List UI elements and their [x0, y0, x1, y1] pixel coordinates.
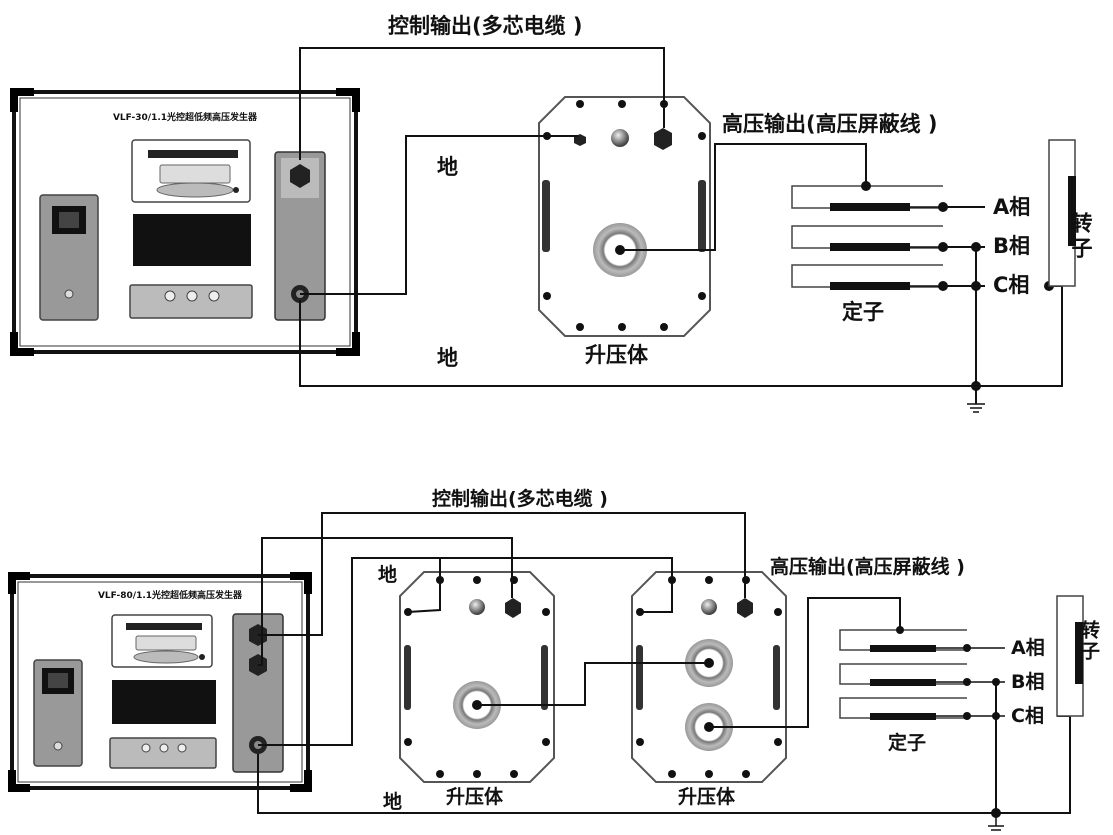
ground-label: 地: [437, 155, 458, 179]
rotor: [1048, 139, 1076, 287]
control-output-label: 控制输出(多芯电缆 ): [432, 487, 608, 510]
bottom-diagram: VLF-80/1.1光控超低频高压发生器: [8, 487, 1100, 831]
booster-body: [538, 96, 711, 337]
booster-label: 升压体: [678, 785, 736, 808]
instrument-title: VLF-80/1.1光控超低频高压发生器: [98, 589, 243, 601]
rotor-label: 转子: [1078, 619, 1100, 662]
phase-c-label: C相: [1011, 705, 1044, 727]
booster-label: 升压体: [585, 343, 649, 367]
connector-column: [232, 613, 284, 773]
phase-b-label: B相: [1011, 671, 1044, 693]
display-screen: [133, 214, 251, 266]
power-module: [39, 194, 99, 321]
ground-label: 地: [378, 563, 397, 586]
phase-a-label: A相: [1011, 637, 1045, 659]
printer: [131, 139, 251, 203]
ground-label: 地: [437, 346, 458, 370]
top-diagram: VLF-30/1.1光控超低频高压发生器: [10, 14, 1093, 413]
phase-a-label: A相: [993, 195, 1030, 219]
instrument-panel-vlf30: VLF-30/1.1光控超低频高压发生器: [10, 88, 360, 356]
instrument-title: VLF-30/1.1光控超低频高压发生器: [113, 111, 258, 123]
booster-body-1: [399, 571, 555, 783]
phase-c-label: C相: [993, 273, 1029, 297]
button-strip: [109, 737, 217, 769]
button-strip: [129, 284, 253, 319]
power-module: [33, 659, 83, 767]
instrument-panel-vlf80: VLF-80/1.1光控超低频高压发生器: [8, 572, 312, 792]
rotor: [1056, 595, 1084, 717]
control-output-label: 控制输出(多芯电缆 ): [388, 14, 583, 38]
display-screen: [112, 680, 216, 724]
ground-label: 地: [383, 790, 402, 813]
stator-label: 定子: [888, 731, 926, 754]
stator-label: 定子: [842, 300, 884, 324]
stator-windings: [791, 181, 1054, 291]
rotor-label: 转子: [1069, 211, 1093, 262]
phase-b-label: B相: [993, 234, 1030, 258]
hv-output-label: 高压输出(高压屏蔽线 ): [722, 112, 938, 136]
booster-label: 升压体: [446, 785, 504, 808]
hv-output-label: 高压输出(高压屏蔽线 ): [770, 555, 965, 578]
booster-body-2: [631, 571, 787, 783]
printer: [111, 614, 213, 668]
stator-windings: [839, 626, 1005, 720]
